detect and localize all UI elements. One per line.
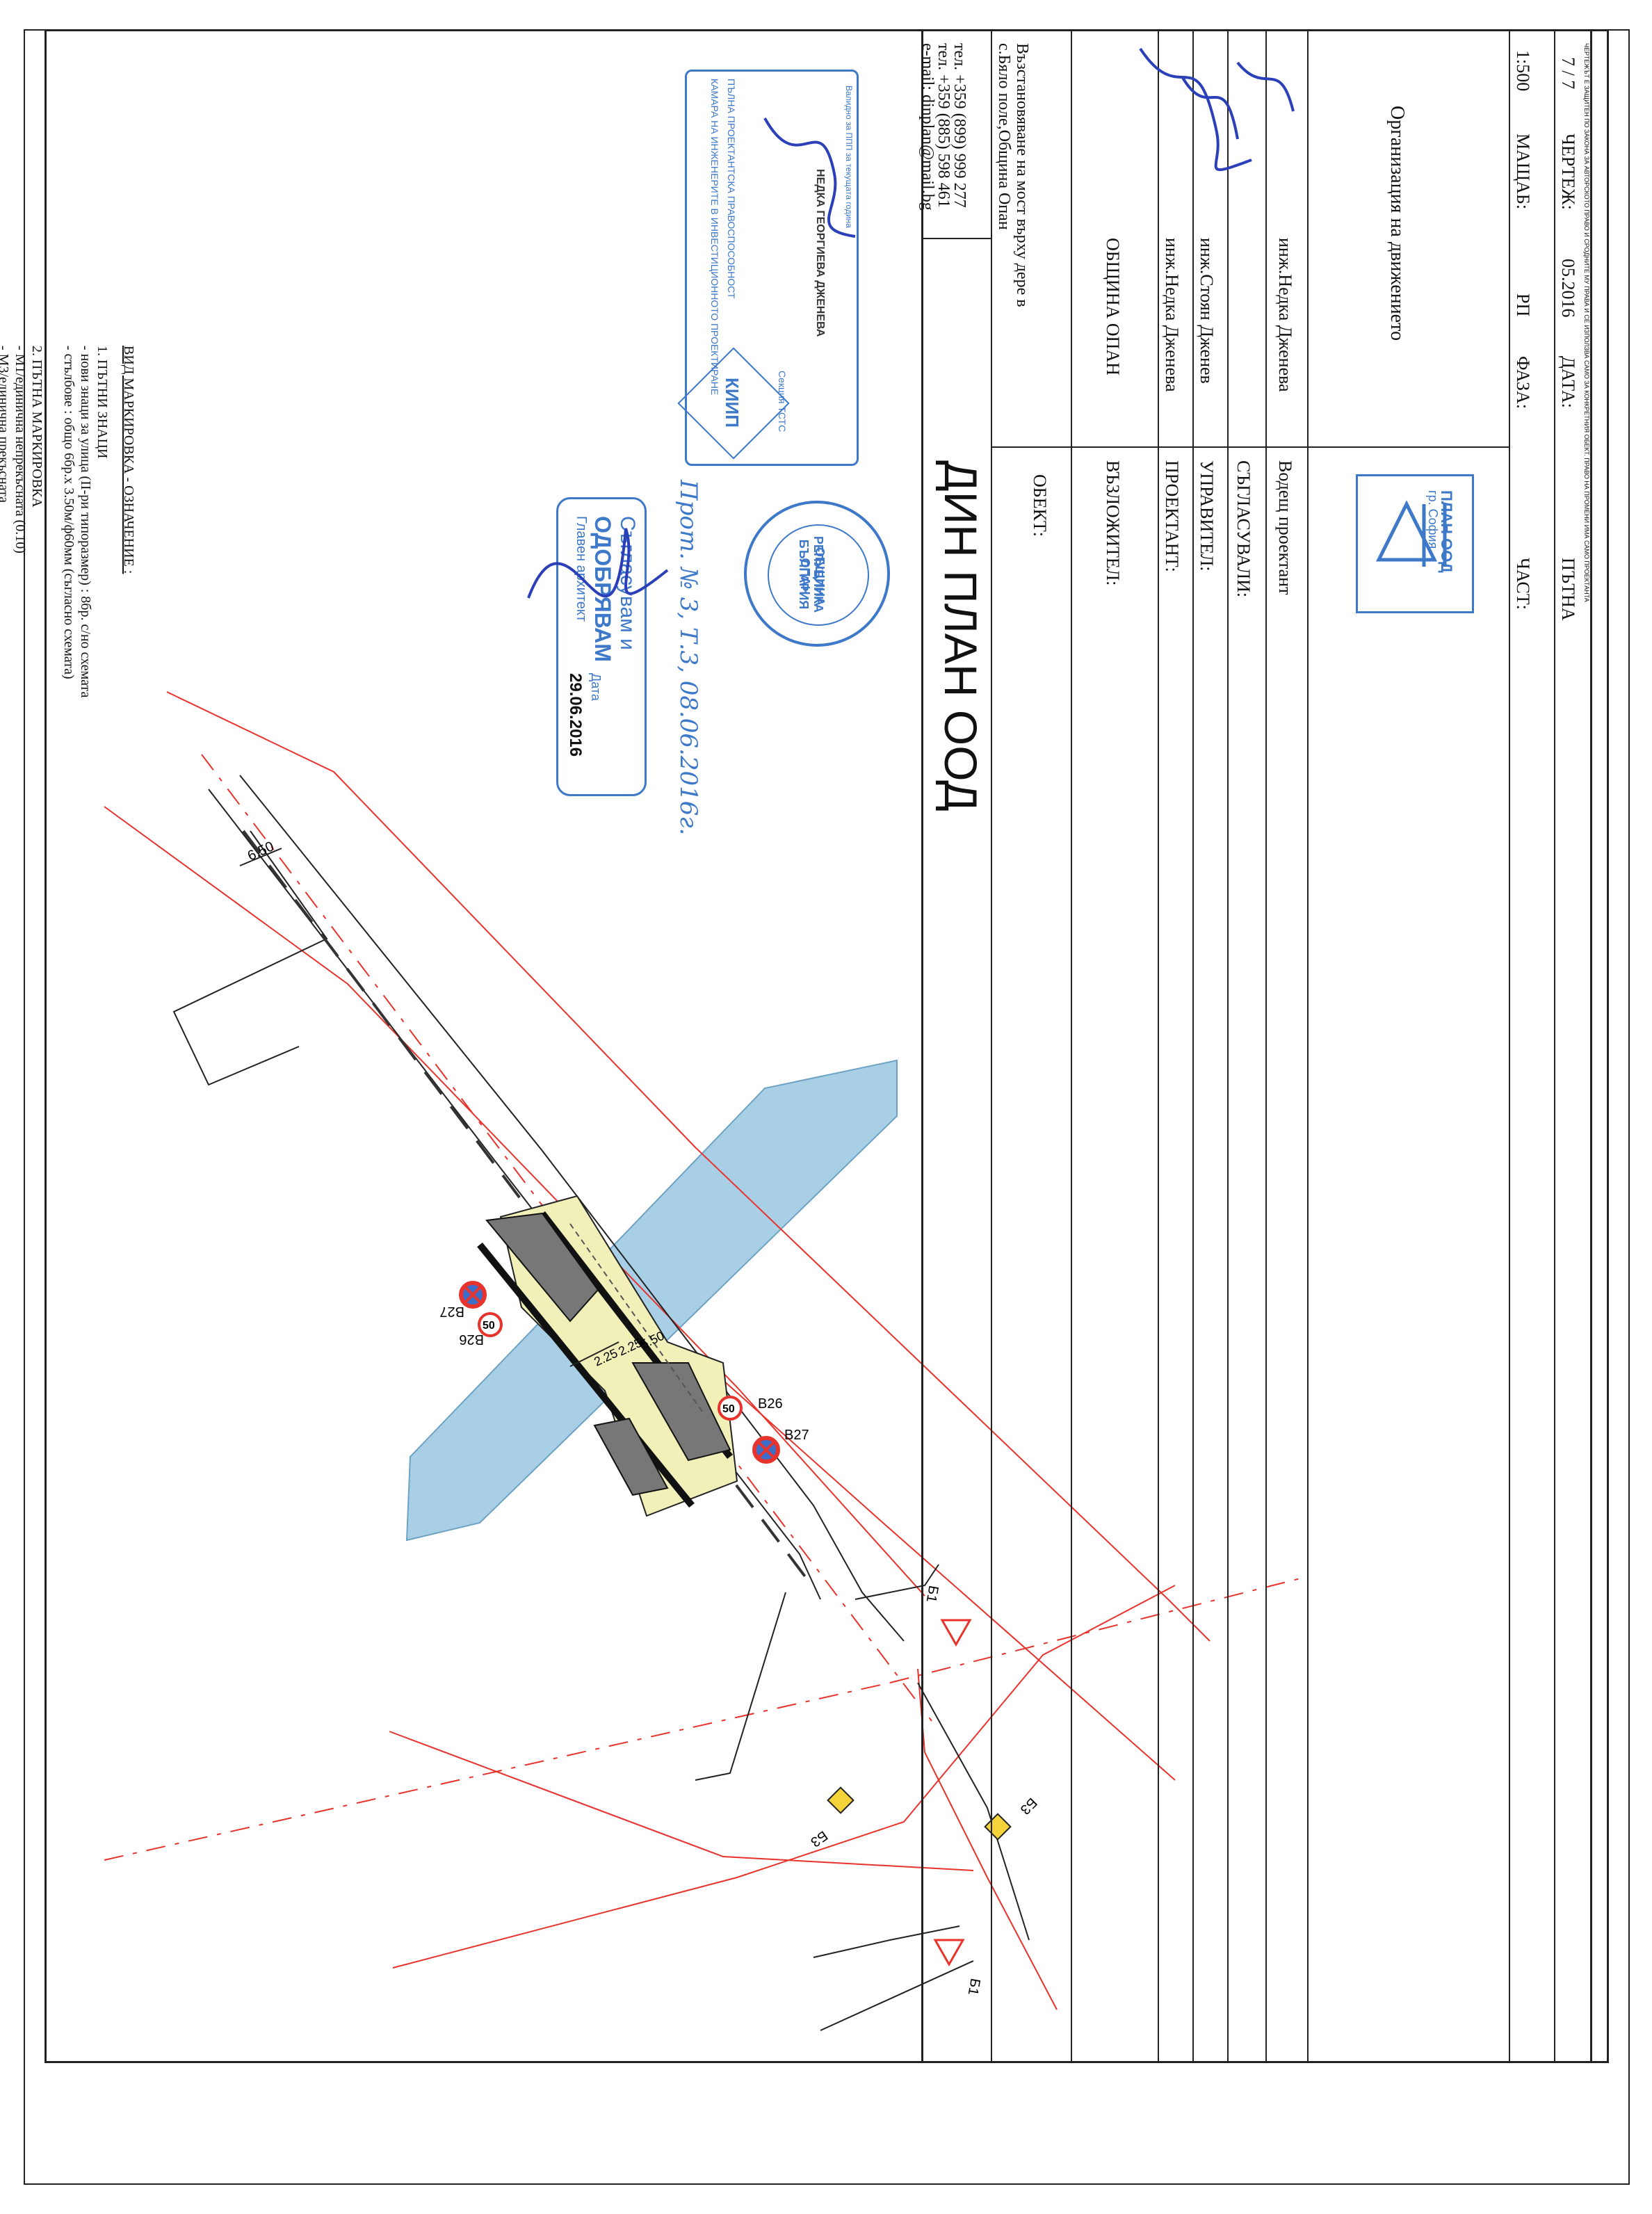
kiip-sub: ПЪЛНА ПРОЕКТАНТСКА ПРАВОСПОСОБНОСТ [726, 79, 737, 299]
scale-label: МАЩАБ: [1513, 134, 1533, 210]
manager-label: УПРАВИТЕЛ: [1197, 460, 1217, 572]
approved-label: СЪГЛАСУВАЛИ: [1233, 460, 1254, 598]
copyright-note: ЧЕРТЕЖЪТ Е ЗАЩИТЕН ПО ЗАКОНА ЗА АВТОРСКО… [1583, 43, 1590, 602]
kiip-section: Секция ТСТС [777, 371, 788, 433]
client-value: ОБЩИНА ОПАН [1103, 238, 1123, 375]
bridge [477, 1195, 738, 1517]
speed-limit-sign-east [718, 1396, 743, 1421]
date-value: 05.2016 [1558, 259, 1578, 318]
kiip-stamp: КАМАРА НА ИНЖЕНЕРИТЕ В ИНВЕСТИЦИОННОТО П… [677, 70, 859, 466]
approval-stamp: Съгласувам и ОДОБРЯВАМ Главен архитект 2… [556, 497, 647, 796]
phone-1: тел. +359 (899) 999 277 [950, 43, 969, 208]
sign-group-east: 50 В26 В27 [718, 1396, 809, 1464]
part-label: ЧАСТ: [1513, 558, 1533, 610]
designer-label: ПРОЕКТАНТ: [1162, 460, 1182, 572]
priority-sign-west [827, 1786, 855, 1814]
speed-limit-value-east: 50 [722, 1403, 735, 1415]
company-name: ДИН ПЛАН ООД [935, 460, 987, 811]
designer-value: инж.Недка Дженева [1162, 238, 1182, 392]
drawing-title: Организация на движението [1386, 106, 1408, 341]
drawing-frame [44, 29, 1609, 2063]
sign-code-b1-north: Б1 [923, 1584, 941, 1603]
approval-line3: Главен архитект [574, 516, 589, 622]
approval-line2: ОДОБРЯВАМ [590, 516, 615, 662]
manager-value: инж.Стоян Дженев [1197, 238, 1217, 384]
date-label: ДАТА: [1558, 356, 1578, 408]
kiip-name: НЕДКА ГЕОРГИЕВА ДЖЕНЕВА [814, 169, 826, 337]
kiip-header: КАМАРА НА ИНЖЕНЕРИТЕ В ИНВЕСТИЦИОННОТО П… [709, 79, 720, 396]
sign-code-b26-west: В26 [459, 1332, 484, 1347]
kiip-footer: Валидно за ППП за текущата година [844, 86, 854, 228]
give-way-sign-north [940, 1619, 972, 1647]
legend-marking-line2: - М3/единична прекъсната [0, 346, 11, 503]
give-way-sign-south [933, 1939, 965, 1967]
river [405, 1059, 898, 1542]
title-block: ДИН ПЛАН ООД тел. +359 (899) 999 277 тел… [918, 29, 1592, 2063]
client-label: ВЪЗЛОЖИТЕЛ: [1103, 460, 1123, 586]
approval-line1: Съгласувам и [616, 516, 639, 650]
speed-limit-value: 50 [483, 1320, 495, 1332]
sign-code-b3-west: Б3 [808, 1827, 830, 1850]
phase-label: ФАЗА: [1513, 356, 1533, 410]
municipality-seal-center: ОБЩИНА ОПАН [798, 547, 827, 606]
municipality-seal: РЕПУБЛИКА БЪЛГАРИЯ ОБЩИНА ОПАН [744, 501, 890, 647]
legend-signs-line2: - стълбове : общо 6бр.x 3.50м/ф60мм (съг… [61, 346, 76, 679]
approval-date-label: Дата [589, 673, 603, 701]
part-value: ПЪТНА [1558, 558, 1578, 621]
sign-code-b27-west: В27 [439, 1304, 464, 1319]
dimensions [239, 848, 620, 1367]
sign-code-b26-east: В26 [758, 1396, 783, 1412]
legend-signs-heading: 1. ПЪТНИ ЗНАЦИ [95, 346, 110, 459]
kiip-logo-text: КИИП [722, 378, 743, 428]
sign-group-west: 50 В27 В26 [439, 1281, 503, 1347]
lead-label: Водещ проектант [1275, 460, 1295, 595]
legend-signs-line1: - нови знаци за улица (II-ри типоразмер)… [78, 346, 93, 698]
legend-marking-heading: 2. ПЪТНА МАРКИРОВКА [29, 346, 44, 508]
sheet-value: 7 / 7 [1558, 57, 1578, 90]
legend-title: ВИД МАРКИРОВКА - ОЗНАЧЕНИЕ : [121, 346, 136, 574]
company-logo: ПЛАН ООД гр. София [1356, 474, 1474, 613]
object-value-2: с.Бяло поле,Община Опан [995, 43, 1013, 230]
object-value-1: Възстановяване на мост върху дере в [1013, 43, 1031, 307]
sheet-label: ЧЕРТЕЖ: [1558, 134, 1578, 210]
speed-limit-sign [478, 1312, 503, 1337]
email: e-mail: dinplan@mail.bg [918, 43, 937, 211]
phase-value: РП [1513, 293, 1533, 317]
approval-date: 29.06.2016 [566, 673, 585, 757]
protocol-note: Прот. № 3, Т.3, 08.06.2016г. [674, 480, 702, 836]
logo-line2: гр. София [1426, 490, 1440, 549]
scale-value: 1:500 [1513, 50, 1533, 92]
phone-2: тел. +359 (885) 598 461 [934, 43, 953, 208]
logo-mark-icon [1375, 500, 1447, 567]
legend: ВИД МАРКИРОВКА - ОЗНАЧЕНИЕ : 1. ПЪТНИ ЗН… [0, 346, 136, 763]
sign-code-b1-south: Б1 [965, 1977, 983, 1996]
lead-value: инж.Недка Дженева [1275, 238, 1295, 392]
object-label: ОБЕКТ: [1030, 474, 1050, 538]
sign-code-b27-east: В27 [784, 1428, 809, 1443]
legend-marking-line1: - М1/единична непрекъсната (0.10) [13, 346, 28, 554]
